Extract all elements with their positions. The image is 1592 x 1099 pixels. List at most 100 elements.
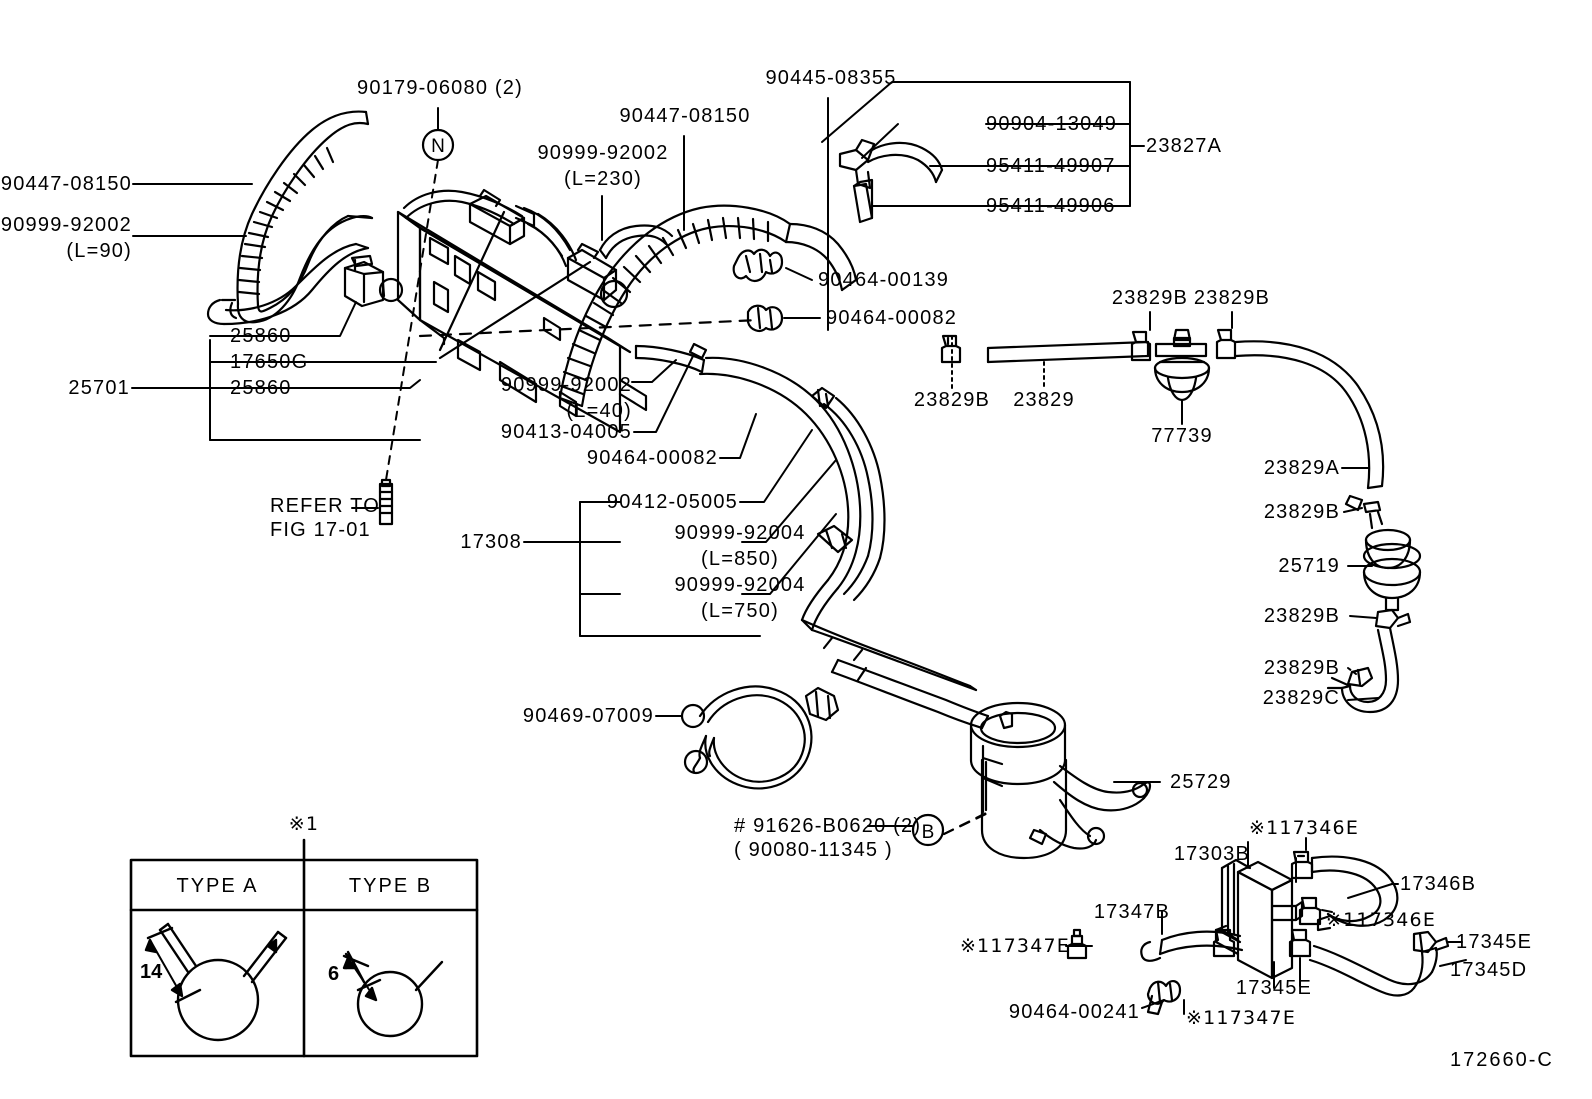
table-dim-type-a: 14 <box>140 961 163 983</box>
clamp-17347B-right <box>1212 928 1236 958</box>
label-91626-B0620: # 91626-B0620 (2) <box>734 815 922 837</box>
label-23829B-3: 23829B <box>913 389 991 411</box>
clamp-23829B-hose-end <box>1346 666 1374 688</box>
label-90999-92004-L750: 90999-92004 (L=750) <box>674 574 806 622</box>
label-17650G: 17650G <box>230 351 309 373</box>
hose-short-right-lower <box>634 342 708 374</box>
label-95411-49906: 95411-49906 <box>986 195 1116 217</box>
hoses-manifold-left <box>402 189 578 268</box>
valve-77739 <box>1153 328 1211 402</box>
label-17345E-right: 17345E <box>1456 931 1533 953</box>
part-95411-49906 <box>852 178 874 224</box>
label-25729: 25729 <box>1170 771 1232 793</box>
table-header-type-b: TYPE B <box>348 875 433 897</box>
label-90999-92002-L40: 90999-92002 (L=40) <box>500 374 632 422</box>
label-23829C: 23829C <box>1262 687 1340 709</box>
hose-23829C <box>1326 626 1400 714</box>
hose-90447-08150-mid <box>558 204 792 408</box>
circle-marker-N <box>421 128 455 162</box>
label-90447-08150-left: 90447-08150 <box>0 173 132 195</box>
label-90447-08150-mid: 90447-08150 <box>619 105 751 127</box>
clamp-17345E-right <box>1412 930 1450 954</box>
label-90464-00082-mid: 90464-00082 <box>586 447 718 469</box>
circle-marker-B <box>911 813 945 847</box>
label-90469-07009: 90469-07009 <box>522 705 654 727</box>
label-23829: 23829 <box>1013 389 1075 411</box>
label-90904-13049: 90904-13049 <box>986 113 1118 135</box>
label-90413-04005: 90413-04005 <box>500 421 632 443</box>
filter-25719 <box>1344 494 1422 612</box>
part-25860-left <box>343 254 404 308</box>
table-header-type-a: TYPE A <box>176 875 259 897</box>
label-90999-92004-L850: 90999-92004 (L=850) <box>674 522 806 570</box>
type-a-illustration <box>144 922 288 1042</box>
clamp-117347E-left <box>1066 928 1088 960</box>
label-90179-06080: 90179-06080 (2) <box>357 77 523 99</box>
label-90445-08355: 90445-08355 <box>765 67 897 89</box>
label-90412-05005: 90412-05005 <box>606 491 738 513</box>
clamp-23829B-mid <box>1130 330 1152 362</box>
label-117347E-bottom: ※117347E <box>1186 1007 1297 1029</box>
label-17345D: 17345D <box>1450 959 1528 981</box>
label-23829B-2: 23829B <box>1193 287 1271 309</box>
pipe-23829 <box>986 340 1150 364</box>
label-25860-a: 25860 <box>230 325 292 347</box>
manifold-wires <box>438 210 592 360</box>
tube-to-canister-2 <box>830 658 990 730</box>
diagram-id: 172660-C <box>1450 1049 1554 1071</box>
clamp-23829B-right <box>1215 328 1237 360</box>
clip-90464-00139 <box>732 248 784 282</box>
label-23827A: 23827A <box>1146 135 1223 157</box>
hose-17347B <box>1140 930 1244 962</box>
label-fig-17-01: FIG 17-01 <box>270 519 371 541</box>
label-90464-00082-top: 90464-00082 <box>826 307 958 329</box>
label-17345E-bottom: 17345E <box>1235 977 1313 999</box>
clamp-117346E-mid <box>1298 896 1322 926</box>
hose-90999-92002-L90-lower-loop <box>206 242 370 326</box>
part-17303B <box>1214 858 1304 980</box>
part-90469-07009 <box>680 685 840 790</box>
clip-90464-00082-top <box>746 304 784 332</box>
tube-to-canister <box>800 618 978 692</box>
label-77739: 77739 <box>1151 425 1213 447</box>
type-table-box <box>129 838 479 1058</box>
label-23829B-5: 23829B <box>1263 605 1340 627</box>
clamp-17345E-center <box>1288 928 1312 958</box>
label-90464-00139: 90464-00139 <box>818 269 950 291</box>
label-23829B-4: 23829B <box>1263 501 1340 523</box>
label-17347B: 17347B <box>1093 901 1170 923</box>
dashed-leader-center <box>418 318 760 338</box>
label-refer-to: REFER TO <box>270 495 380 517</box>
label-90999-92002-L90: 90999-92002 (L=90) <box>0 214 132 262</box>
table-dim-type-b: 6 <box>328 963 340 985</box>
label-25701: 25701 <box>68 377 130 399</box>
label-23829B-1: 23829B <box>1111 287 1189 309</box>
hose-90999-92002-L230 <box>598 224 674 260</box>
leader-lines <box>131 81 1467 1015</box>
clip-90464-00241 <box>1146 980 1182 1016</box>
label-23829A: 23829A <box>1263 457 1340 479</box>
hose-23829A <box>1234 340 1385 490</box>
label-117346E-mid: ※117346E <box>1326 909 1437 931</box>
type-b-illustration <box>342 950 444 1038</box>
label-25719: 25719 <box>1278 555 1340 577</box>
label-90464-00241: 90464-00241 <box>1008 1001 1140 1023</box>
label-90999-92002-L230: 90999-92002 (L=230) <box>537 142 669 190</box>
clamp-117346E-top <box>1290 850 1314 880</box>
label-117347E-left: ※117347E <box>959 935 1070 957</box>
clamp-23829B-filter-bottom <box>1374 608 1412 630</box>
label-25860-b: 25860 <box>230 377 292 399</box>
label-17303B: 17303B <box>1173 843 1250 865</box>
label-17308: 17308 <box>460 531 522 553</box>
part-25729 <box>969 701 1152 860</box>
label-95411-49907: 95411-49907 <box>986 155 1116 177</box>
circle-marker-B-label: B <box>921 822 935 843</box>
hose-90447-08150-left <box>236 110 370 308</box>
bolt-refer-to <box>378 478 394 526</box>
connector-95411-49907 <box>838 138 944 190</box>
label-23829B-6: 23829B <box>1263 657 1340 679</box>
label-note-star1: ※1 <box>288 813 320 835</box>
label-117346E-top: ※117346E <box>1248 817 1360 839</box>
